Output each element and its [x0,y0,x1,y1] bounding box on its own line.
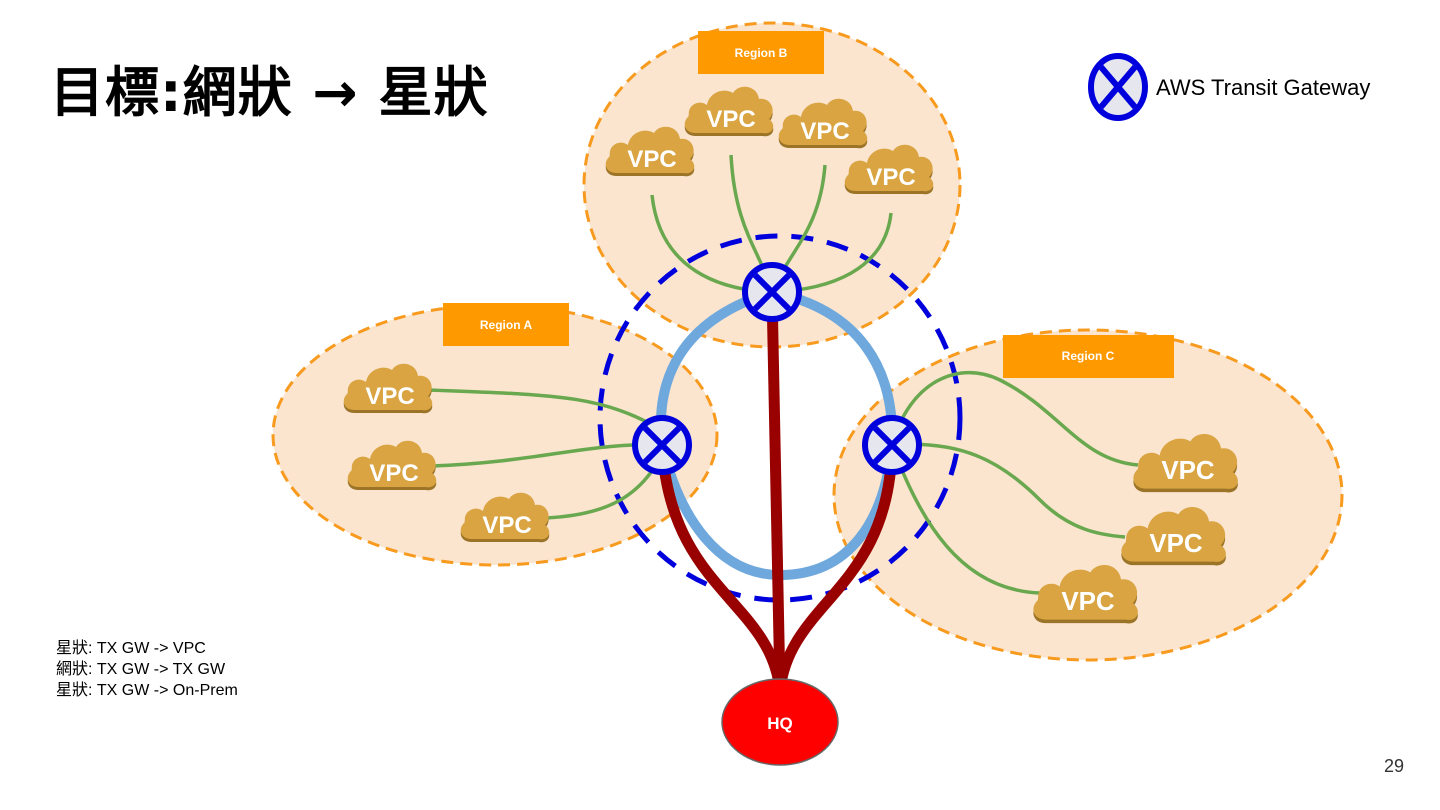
vpc-cloud: VPC [460,492,550,543]
onprem-link-a [656,439,786,696]
note-line: 星狀: TX GW -> On-Prem [56,682,238,699]
vpc-cloud: VPC [778,98,868,149]
vpc-cloud: VPC [844,144,934,195]
vpc-link [890,370,1139,467]
region-b-label: Region B [698,31,824,74]
vpc-cloud: VPC [684,86,774,137]
vpc-cloud: VPC [1033,565,1138,624]
svg-text:VPC: VPC [1061,586,1115,616]
note-line: 星狀: TX GW -> VPC [56,640,206,657]
note-line: 網狀: TX GW -> TX GW [56,661,226,678]
svg-text:VPC: VPC [369,460,418,487]
svg-text:HQ: HQ [767,714,793,733]
svg-text:VPC: VPC [1161,455,1215,485]
region-c-label: Region C [1003,335,1174,378]
vpc-cloud: VPC [343,363,433,414]
svg-text:VPC: VPC [866,164,915,191]
onprem-link-c [774,439,898,696]
legend: AWS Transit Gateway [1088,53,1370,121]
hq-node: HQ [721,678,839,766]
legend-label: AWS Transit Gateway [1156,75,1370,100]
vpc-cloud: VPC [605,126,695,177]
svg-text:VPC: VPC [627,146,676,173]
svg-text:VPC: VPC [706,106,755,133]
transit-gateway-icon [632,415,692,475]
vpc-link [891,442,1126,539]
transit-gateway-icon [862,415,922,475]
mesh-ring [597,233,963,603]
region-a-label: Region A [443,303,569,346]
page-title: 目標:網狀 → 星狀 [50,61,489,124]
transit-gateway-icon [742,262,802,322]
vpc-cloud: VPC [1133,434,1238,493]
notes: 星狀: TX GW -> VPC 網狀: TX GW -> TX GW 星狀: … [56,638,238,701]
transit-gateway-icon [1088,53,1148,121]
page-number: 29 [1384,756,1405,776]
svg-text:VPC: VPC [365,383,414,410]
svg-text:Region A: Region A [480,318,533,332]
vpc-link [427,388,663,432]
svg-text:VPC: VPC [482,512,531,539]
onprem-link-b [766,286,786,696]
svg-text:Region B: Region B [735,46,788,60]
svg-text:VPC: VPC [1149,528,1203,558]
vpc-cloud: VPC [1121,507,1226,566]
svg-text:Region C: Region C [1062,349,1115,363]
vpc-cloud: VPC [347,440,437,491]
onprem-links [656,286,898,696]
svg-text:VPC: VPC [800,118,849,145]
